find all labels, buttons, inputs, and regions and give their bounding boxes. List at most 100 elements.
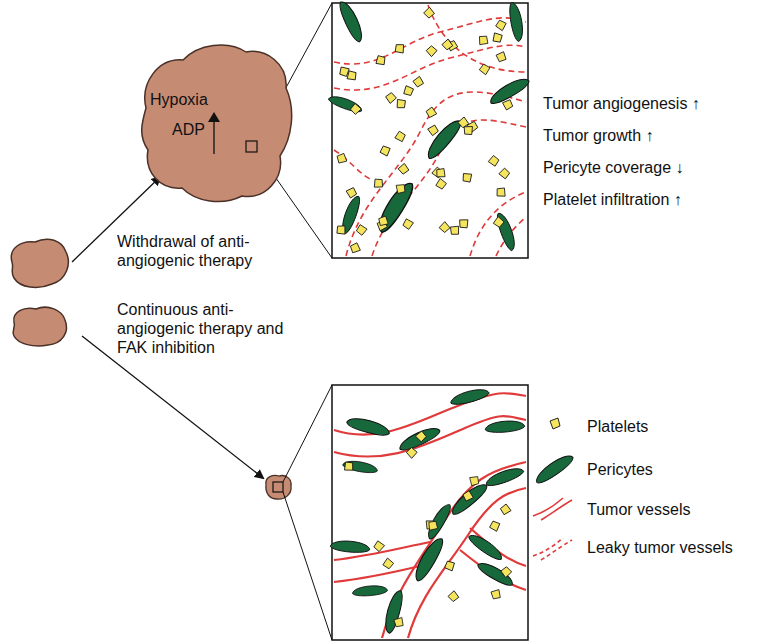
pericyte <box>327 93 363 114</box>
platelet <box>500 503 512 515</box>
platelet <box>415 431 427 443</box>
pericyte <box>466 531 505 563</box>
platelet <box>401 217 414 230</box>
platelet <box>491 32 503 44</box>
platelet <box>425 106 437 118</box>
increase-arrow <box>213 118 214 154</box>
platelet <box>461 172 472 183</box>
zoom-square <box>246 141 257 152</box>
platelet <box>355 223 368 236</box>
arrow <box>82 336 263 478</box>
effect-label: Pericyte coverage ↓ <box>543 158 768 177</box>
pericyte <box>397 424 442 453</box>
platelet <box>350 242 361 253</box>
platelet <box>406 446 418 458</box>
pericyte <box>330 540 370 554</box>
pericyte <box>449 386 490 407</box>
tumor-text: ADP <box>172 120 205 139</box>
platelet <box>373 540 386 553</box>
platelet <box>462 490 473 501</box>
pericyte <box>424 501 453 541</box>
small-tumor <box>11 239 68 287</box>
pericyte <box>337 0 366 44</box>
legend-text: Tumor vessels <box>587 500 690 519</box>
platelet <box>489 519 502 532</box>
platelet <box>496 52 507 63</box>
platelet <box>379 216 389 226</box>
tumor-vessels <box>334 393 526 638</box>
process-label: Withdrawal of anti-angiogenic therapy <box>117 232 307 270</box>
platelet <box>502 99 513 110</box>
platelet <box>397 163 409 175</box>
platelet <box>479 36 489 46</box>
tumor-blob: HypoxiaADP <box>138 38 296 206</box>
leaky-vessels <box>334 5 526 256</box>
legend-vessel-sample <box>533 498 572 520</box>
increase-arrowhead <box>208 112 220 122</box>
tumor-shape <box>142 45 292 202</box>
platelet <box>441 39 453 51</box>
small-tumor <box>13 307 66 346</box>
legend-text: Platelets <box>587 417 648 436</box>
platelet <box>394 130 407 143</box>
platelet <box>396 184 405 193</box>
platelet <box>344 461 355 472</box>
platelet <box>438 221 450 233</box>
process-label: Continuous anti-angiogenic therapy and F… <box>117 300 307 357</box>
platelet <box>444 559 456 571</box>
platelet <box>379 144 392 157</box>
legend-text: Leaky tumor vessels <box>587 538 733 557</box>
platelet <box>492 216 505 229</box>
pericyte <box>485 420 525 434</box>
platelet <box>336 224 347 235</box>
platelet <box>479 63 492 76</box>
pericytes <box>327 0 531 634</box>
platelet <box>385 92 397 104</box>
platelet <box>338 65 350 77</box>
zoom-square <box>273 482 283 492</box>
platelet <box>423 7 435 19</box>
platelet <box>463 125 474 136</box>
platelet <box>375 55 387 67</box>
effect-label: Tumor angiogenesis ↑ <box>543 94 768 113</box>
effect-label: Platelet infiltration ↑ <box>543 190 768 209</box>
zoom-line <box>283 492 332 640</box>
pericyte <box>476 559 516 588</box>
platelet <box>496 187 506 197</box>
tumor-text: Hypoxia <box>150 90 208 109</box>
platelet <box>500 566 512 578</box>
platelet <box>402 85 414 97</box>
platelets <box>336 7 513 627</box>
zoom-box <box>332 3 528 258</box>
platelet <box>470 477 479 486</box>
pericyte <box>448 480 489 517</box>
platelet <box>373 178 384 189</box>
platelet <box>412 76 424 88</box>
pericyte <box>342 459 378 475</box>
pericyte <box>484 465 525 489</box>
pericyte <box>411 535 447 584</box>
effect-label: Tumor growth ↑ <box>543 126 768 145</box>
pericyte <box>374 179 418 236</box>
pericyte <box>508 1 526 42</box>
platelet <box>458 218 469 229</box>
pericyte <box>382 589 405 635</box>
shrunken-tumor <box>266 475 291 499</box>
zoom-box <box>332 385 528 640</box>
platelet <box>427 125 439 137</box>
platelet <box>382 557 395 570</box>
legend-pericyte-sample <box>533 451 576 486</box>
platelet <box>337 153 347 163</box>
platelet <box>491 590 500 599</box>
platelet <box>429 521 438 530</box>
platelet <box>395 98 406 109</box>
platelet <box>346 187 357 198</box>
platelet <box>349 102 362 115</box>
platelet <box>498 167 511 180</box>
platelet <box>495 19 508 32</box>
legend-platelet-sample <box>550 418 560 429</box>
legend-leaky-sample <box>533 538 572 560</box>
platelet <box>434 178 447 191</box>
platelet <box>436 168 446 178</box>
platelet <box>426 45 438 57</box>
